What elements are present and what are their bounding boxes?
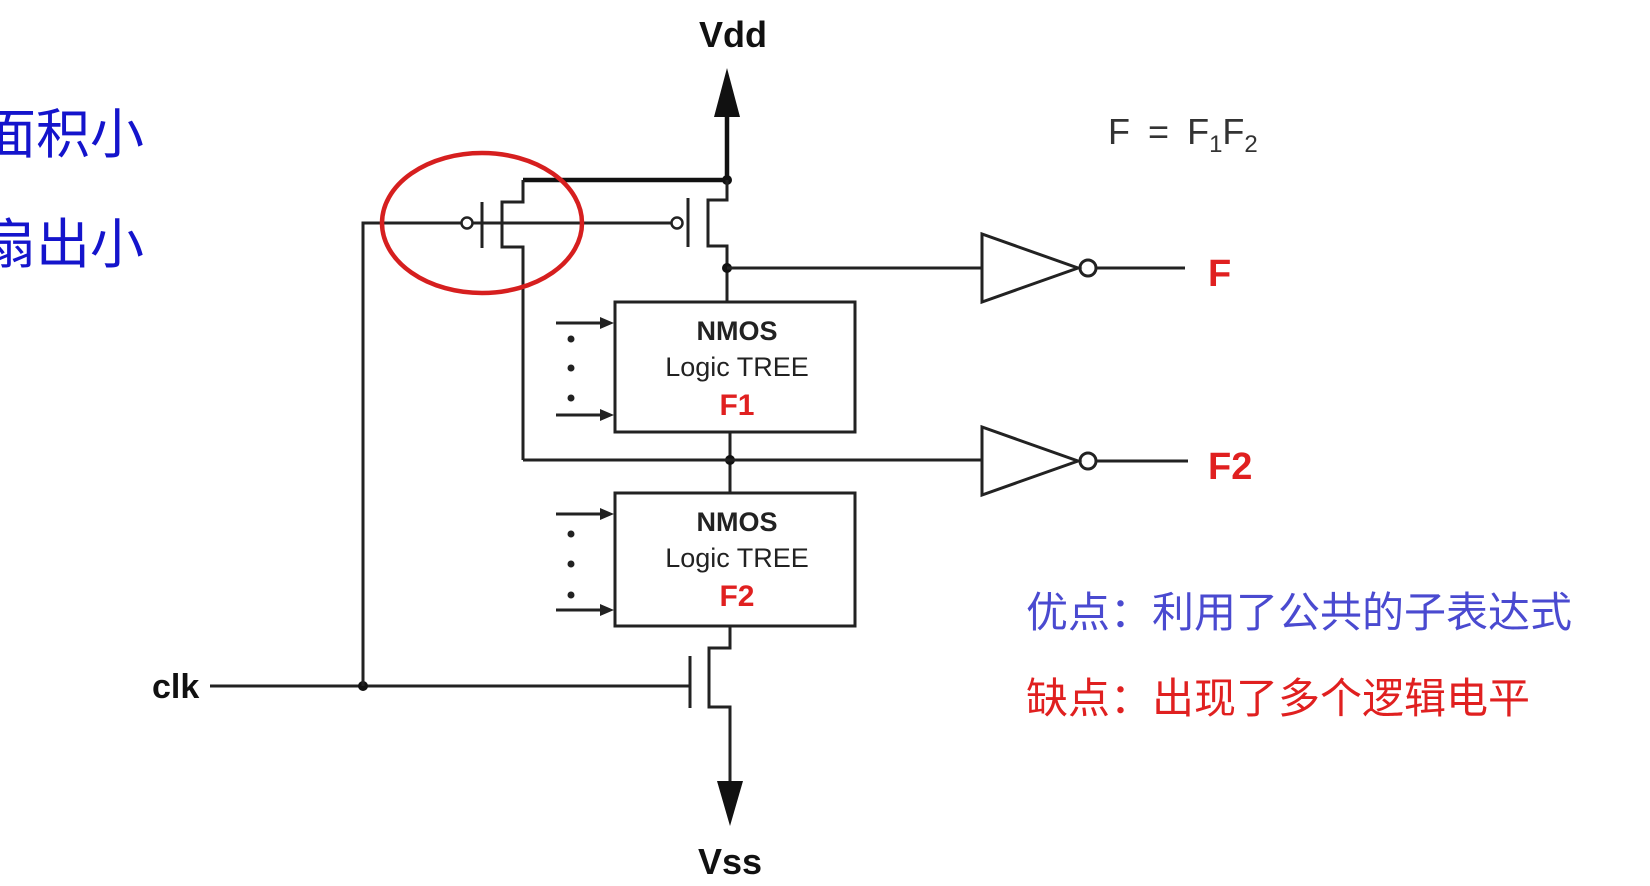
inverter-f-icon bbox=[980, 231, 1083, 305]
note-fanout-small: 扇出小 bbox=[0, 213, 144, 276]
formula: F = F1F2 bbox=[1108, 111, 1258, 158]
output-f-label: F bbox=[1208, 253, 1231, 295]
inverter-f2-icon bbox=[980, 424, 1083, 498]
formula-sub1: 1 bbox=[1209, 131, 1222, 158]
block-f1-line1: NMOS bbox=[697, 316, 778, 346]
vss-arrow-icon bbox=[717, 781, 743, 826]
block-f2-line2: Logic TREE bbox=[665, 543, 809, 573]
svg-text:F = F1F2: F = F1F2 bbox=[1108, 111, 1258, 158]
eval-nmos-channel bbox=[707, 626, 732, 785]
keeper-pmos-bubble-icon bbox=[460, 216, 474, 230]
formula-sub2: 2 bbox=[1244, 131, 1257, 158]
clk-label: clk bbox=[152, 668, 199, 706]
nmos-logic-tree-f2 bbox=[613, 491, 857, 628]
formula-f1: F bbox=[1187, 111, 1209, 152]
vdd-arrow-icon bbox=[714, 68, 740, 117]
formula-f2: F bbox=[1222, 111, 1244, 152]
precharge-pmos-channel bbox=[706, 180, 729, 302]
disadvantage-note: 缺点：出现了多个逻辑电平 bbox=[1026, 674, 1530, 723]
block-f2-inputs bbox=[556, 508, 614, 616]
nmos-logic-tree-f1 bbox=[613, 300, 857, 434]
block-f2-name: F2 bbox=[719, 580, 754, 613]
block-f1-inputs bbox=[556, 317, 614, 421]
block-f1-name: F1 bbox=[719, 389, 754, 422]
formula-lhs: F bbox=[1108, 111, 1130, 152]
vss-label: Vss bbox=[698, 841, 762, 882]
output-f2-label: F2 bbox=[1208, 446, 1252, 488]
advantage-note: 优点：利用了公共的子表达式 bbox=[1026, 588, 1572, 637]
vdd-label: Vdd bbox=[699, 14, 767, 55]
highlight-circle bbox=[379, 150, 585, 296]
block-f2-line1: NMOS bbox=[697, 507, 778, 537]
formula-eq: = bbox=[1148, 111, 1169, 152]
note-area-small: 面积小 bbox=[0, 103, 144, 166]
clk-vertical-wire bbox=[361, 221, 461, 686]
block-f1-line2: Logic TREE bbox=[665, 352, 809, 382]
precharge-pmos-bubble-icon bbox=[670, 216, 684, 230]
